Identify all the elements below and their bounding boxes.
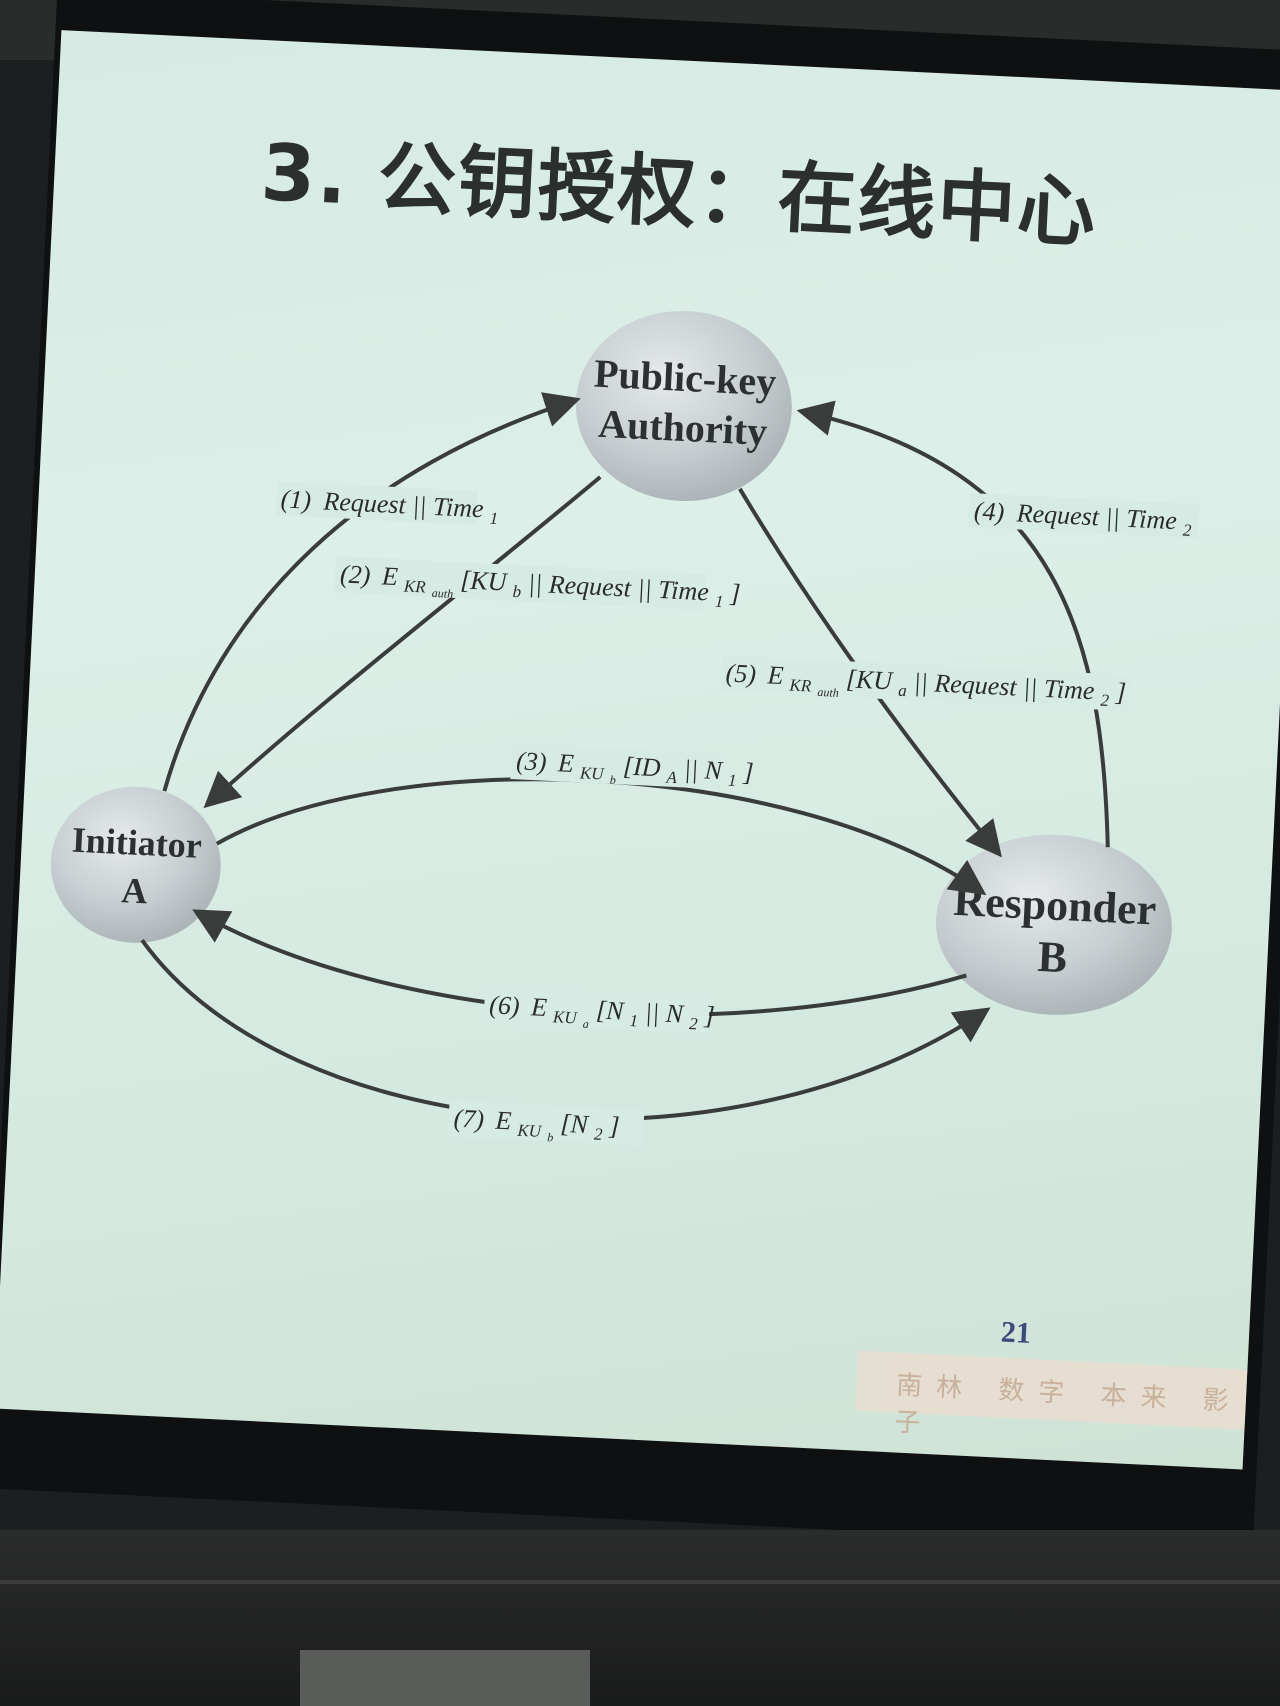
edge-2-step: (2) bbox=[339, 559, 371, 589]
edge-2-e: E bbox=[380, 561, 398, 591]
edge-7-close: ] bbox=[608, 1111, 621, 1141]
edge-1-sub: 1 bbox=[489, 509, 498, 528]
edge-2-close: ] bbox=[729, 578, 742, 608]
edge-3-rest: [ID bbox=[622, 751, 661, 782]
responder-label-line2: B bbox=[1036, 932, 1068, 982]
edge-3-tail: || N bbox=[683, 754, 724, 785]
edge-6-step: (6) bbox=[489, 990, 521, 1020]
edge-2-subsub: auth bbox=[431, 586, 453, 601]
edge-3-step: (3) bbox=[516, 746, 548, 776]
edge-5-rest: [KU bbox=[845, 664, 895, 695]
edge-7-subsub: b bbox=[547, 1130, 554, 1144]
authority-node bbox=[575, 310, 792, 502]
slide-page-number: 21 bbox=[1000, 1315, 1032, 1351]
authority-label-line2: Authority bbox=[597, 401, 768, 454]
ledge-line bbox=[0, 1580, 1280, 1584]
edge-6-tail-sub: 2 bbox=[689, 1014, 699, 1033]
ledge-block bbox=[300, 1650, 590, 1706]
protocol-diagram: Public-key Authority Initiator A Respond… bbox=[50, 310, 1200, 1151]
initiator-label-line2: A bbox=[121, 870, 149, 911]
authority-label-line1: Public-key bbox=[593, 351, 777, 405]
edge-6-subsub: a bbox=[583, 1017, 590, 1031]
edge-2-tail-sub: 1 bbox=[714, 592, 723, 611]
edge-6-label: (6) E KU a [N 1 || N 2 ] bbox=[488, 990, 715, 1040]
edge-3-e: E bbox=[556, 748, 574, 778]
edge-6-rest-sub: 1 bbox=[629, 1011, 638, 1030]
edge-7-rest-sub: 2 bbox=[593, 1124, 603, 1143]
edge-6-rest: [N bbox=[595, 995, 626, 1025]
edge-2-rest: [KU bbox=[460, 565, 510, 596]
edge-5-label: (5) E KR auth [KU a || Request || Time 2… bbox=[725, 658, 1127, 717]
edge-2-arrow bbox=[203, 475, 602, 809]
edge-6-sub: KU bbox=[552, 1007, 579, 1027]
edge-7-label: (7) E KU b [N 2 ] bbox=[453, 1104, 621, 1151]
edge-5-e: E bbox=[766, 660, 784, 690]
edge-4-arrow bbox=[796, 400, 1110, 848]
edge-5-step: (5) bbox=[725, 658, 757, 688]
initiator-node bbox=[50, 786, 221, 943]
responder-node bbox=[935, 834, 1172, 1015]
slide: 3. 公钥授权：在线中心 Public-key Authority bbox=[0, 30, 1280, 1470]
edge-2-label: (2) E KR auth [KU b || Request || Time 1… bbox=[339, 559, 741, 618]
edge-7-sub: KU bbox=[516, 1121, 543, 1141]
edge-4-step: (4) bbox=[973, 496, 1005, 526]
edge-3-label: (3) E KU b [ID A || N 1 ] bbox=[515, 746, 754, 797]
edge-7-e: E bbox=[494, 1106, 512, 1136]
edge-6-close: ] bbox=[703, 1001, 716, 1031]
responder-label-line1: Responder bbox=[952, 876, 1157, 935]
edge-7-step: (7) bbox=[453, 1104, 485, 1134]
edge-3-rest-sub: A bbox=[665, 768, 678, 788]
edge-1-step: (1) bbox=[280, 484, 312, 514]
edge-5-rest-sub: a bbox=[898, 681, 907, 700]
edge-3-subsub: b bbox=[609, 773, 616, 787]
edge-4-sub: 2 bbox=[1182, 521, 1192, 540]
edge-5-sub: KR bbox=[788, 675, 812, 695]
initiator-label-line1: Initiator bbox=[71, 820, 203, 866]
edge-2-rest-sub: b bbox=[512, 582, 521, 601]
edge-5-tail-sub: 2 bbox=[1100, 691, 1110, 710]
edge-3-tail-sub: 1 bbox=[728, 771, 737, 790]
edge-3-sub: KU bbox=[579, 763, 606, 783]
edge-6-e: E bbox=[529, 992, 547, 1022]
screen-bottom-ledge bbox=[0, 1530, 1280, 1706]
edge-3-close: ] bbox=[742, 757, 755, 787]
edge-5-close: ] bbox=[1114, 677, 1127, 707]
edge-1-arrow bbox=[162, 392, 581, 792]
edge-5-subsub: auth bbox=[817, 685, 839, 700]
edge-6-tail: || N bbox=[644, 998, 685, 1029]
edge-2-sub: KR bbox=[402, 576, 426, 596]
projector-screen: 3. 公钥授权：在线中心 Public-key Authority bbox=[0, 0, 1280, 1551]
edge-7-rest: [N bbox=[560, 1109, 591, 1139]
